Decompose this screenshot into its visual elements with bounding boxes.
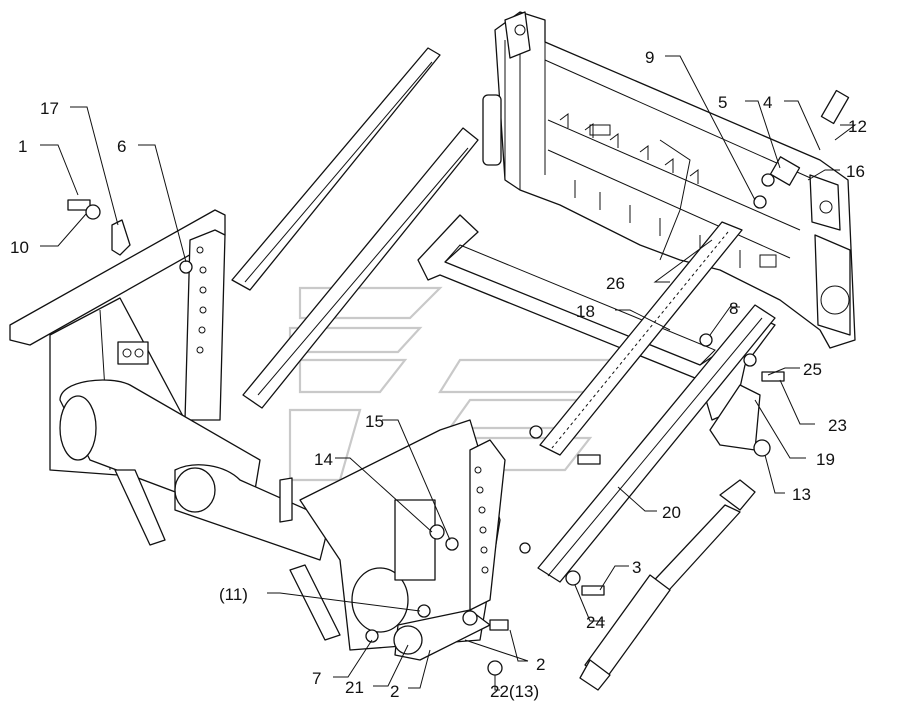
callout-21: 21	[345, 678, 364, 697]
rear-frame	[482, 11, 856, 349]
callout-5: 5	[718, 93, 727, 112]
callout-16: 16	[846, 162, 865, 181]
callout-22: 22(13)	[490, 682, 539, 701]
callout-9: 9	[645, 48, 654, 67]
gas-spring-cylinder	[579, 479, 756, 691]
fasteners	[67, 89, 850, 676]
callout-17: 17	[40, 99, 59, 118]
callout-3: 3	[632, 558, 641, 577]
cross-bar	[417, 214, 776, 421]
callout-labels: 1 2 2 3 4 5 6 7 8 9 10 (11) 12 13 14 15 …	[10, 48, 867, 701]
callout-8: 8	[729, 299, 738, 318]
callout-11: (11)	[219, 585, 248, 604]
callout-23: 23	[828, 416, 847, 435]
callout-24: 24	[586, 613, 605, 632]
callout-10: 10	[10, 238, 29, 257]
lower-swivel-plate	[393, 609, 509, 661]
toothed-rack	[539, 221, 743, 456]
callout-18: 18	[576, 302, 595, 321]
slide-rail-upper	[231, 47, 441, 291]
callout-1: 1	[18, 137, 27, 156]
callout-4: 4	[763, 93, 772, 112]
slide-rail-lower	[242, 127, 479, 409]
guide-rail	[537, 304, 776, 583]
callout-12: 12	[848, 117, 867, 136]
leader-lines	[40, 55, 857, 691]
callout-13: 13	[792, 485, 811, 504]
callout-15: 15	[365, 412, 384, 431]
callout-2a: 2	[536, 655, 545, 674]
callout-6: 6	[117, 137, 126, 156]
callout-14: 14	[314, 450, 333, 469]
mounting-bracket	[709, 384, 761, 451]
callout-2b: 2	[390, 682, 399, 701]
callout-7: 7	[312, 669, 321, 688]
callout-25: 25	[803, 360, 822, 379]
callout-19: 19	[816, 450, 835, 469]
front-frame	[9, 209, 506, 651]
callout-26: 26	[606, 274, 625, 293]
callout-20: 20	[662, 503, 681, 522]
